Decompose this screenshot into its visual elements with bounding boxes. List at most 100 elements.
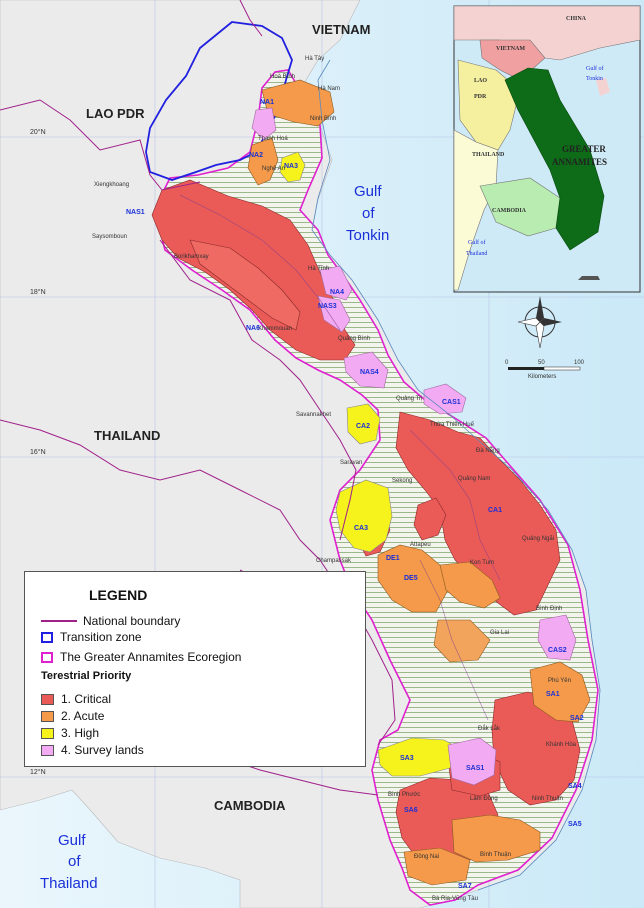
legend-priority-title: Terestrial Priority [41,670,132,682]
survey-swatch-icon [41,744,54,756]
city-label: Hà Tây [305,56,324,62]
city-label: Khánh Hòa [546,742,577,748]
zone-labels: NA1 NA2 NA3 NAS1 NA4 NAS3 NA6 NAS4 CAS1 … [126,99,584,890]
legend-transition-zone: Transition zone [41,630,142,644]
label-lao: LAO PDR [86,106,145,121]
city-label: Phú Yên [548,678,571,684]
lat-16: 16°N [30,448,46,456]
scale-tick-100: 100 [574,360,585,366]
label-cambodia: CAMBODIA [214,798,286,813]
inset-cambodia: CAMBODIA [492,208,527,214]
inset-map: CHINA VIETNAM LAO PDR THAILAND CAMBODIA … [453,5,641,293]
city-labels: Hà Tây Hoà Bình Hà Nam Ninh Bình Thanh H… [92,56,577,902]
city-label: Saysomboun [92,234,127,240]
coastline [311,59,601,891]
inset-gulf-tonkin-1: Gulf of [586,65,604,72]
legend-priority-high: 3. High [41,726,99,740]
city-label: Quảng Bình [338,336,370,342]
city-label: Champassak [316,558,352,564]
city-label: Sekong [392,478,412,484]
acute-zones [247,79,591,886]
city-label: Quảng Trị [396,396,422,402]
zone-label: NAS3 [318,303,337,310]
zone-label: SA7 [458,883,472,890]
inset-china: CHINA [566,16,587,22]
city-label: Đắk Lắk [478,725,501,732]
city-label: Thừa Thiên-Huế [430,422,475,428]
label-gulf-thailand-2: of [68,853,81,870]
zone-label: CA1 [488,507,502,514]
city-label: Savannakhet [296,412,331,418]
label-gulf-thailand-3: Thailand [40,875,98,892]
zone-label: NA2 [249,152,263,159]
label-gulf-tonkin-2: of [362,205,375,222]
inset-gulf-tonkin-2: Tonkin [586,76,603,82]
lat-12: 12°N [30,768,46,776]
city-label: Gia Lai [490,630,509,636]
city-label: Khammouan [258,326,292,332]
zone-label: DE5 [404,575,418,582]
scale-unit: Kilometers [528,374,556,380]
rivers [179,194,501,721]
north-arrow-icon [517,296,562,349]
zone-label: NA3 [284,163,298,170]
city-label: Nghệ An [262,166,285,172]
inset-lao-2: PDR [474,94,487,100]
city-label: Bình Định [536,606,562,612]
zone-label: SA1 [546,691,560,698]
city-label: Quảng Ngãi [522,536,554,542]
inset-ecoregion-1: GREATER [562,144,606,154]
inset-lao-1: LAO [474,78,487,84]
label-vietnam: VIETNAM [312,22,371,37]
zone-label: SA5 [568,821,582,828]
legend-panel: LEGEND National boundary Transition zone… [24,571,366,767]
city-label: Kon Tum [470,560,494,566]
legend-label: 1. Critical [61,692,112,706]
legend-title: LEGEND [89,587,148,603]
city-label: Thanh Hoá [258,136,288,142]
inset-ecoregion-2: ANNAMITES [552,157,607,167]
city-label: Bình Phước [388,792,420,798]
zone-label: DE1 [386,555,400,562]
city-label: Đồng Nai [414,854,439,860]
zone-label: SA4 [568,783,582,790]
city-label: Saravan [340,460,362,466]
city-label: Hà Tĩnh [308,266,329,272]
zone-label: NA6 [246,325,260,332]
label-gulf-tonkin-1: Gulf [354,183,382,200]
inset-gulf-thailand-2: Thailand [466,251,487,257]
transition-zone [145,21,293,181]
zone-label: CAS1 [442,399,461,406]
transition-square-icon [41,631,53,643]
legend-priority-survey: 4. Survey lands [41,743,144,757]
city-label: Xiengkhoang [94,182,129,188]
legend-label: 3. High [61,726,100,740]
acute-swatch-icon [41,710,54,722]
zone-label: CAS2 [548,647,567,654]
zone-label: NA4 [330,289,344,296]
city-label: Lâm Đồng [470,796,498,802]
high-swatch-icon [41,727,54,739]
zone-label: SA3 [400,755,414,762]
zone-label: SA6 [404,807,418,814]
city-label: Bà Rịa-Vũng Tàu [432,896,478,902]
inset-vietnam: VIETNAM [496,46,525,52]
city-label: Ninh Bình [310,116,336,122]
city-label: Đà Nẵng [476,447,500,454]
label-gulf-thailand-1: Gulf [58,832,86,849]
scale-tick-50: 50 [538,360,545,366]
label-gulf-tonkin-3: Tonkin [346,227,389,244]
legend-label: 2. Acute [61,709,105,723]
legend-label: Transition zone [60,630,142,644]
ecoregion-square-icon [41,651,53,663]
survey-zones [251,107,577,786]
city-label: Hà Nam [318,86,340,92]
zone-label: NAS1 [126,209,145,216]
scale-bar: 0 50 100 Kilometers [505,360,585,380]
label-thailand: THAILAND [94,428,160,443]
city-label: Attapeu [410,542,431,548]
inset-thailand: THAILAND [472,152,505,158]
city-label: Quảng Nam [458,476,490,482]
legend-national-boundary: National boundary [41,614,180,628]
